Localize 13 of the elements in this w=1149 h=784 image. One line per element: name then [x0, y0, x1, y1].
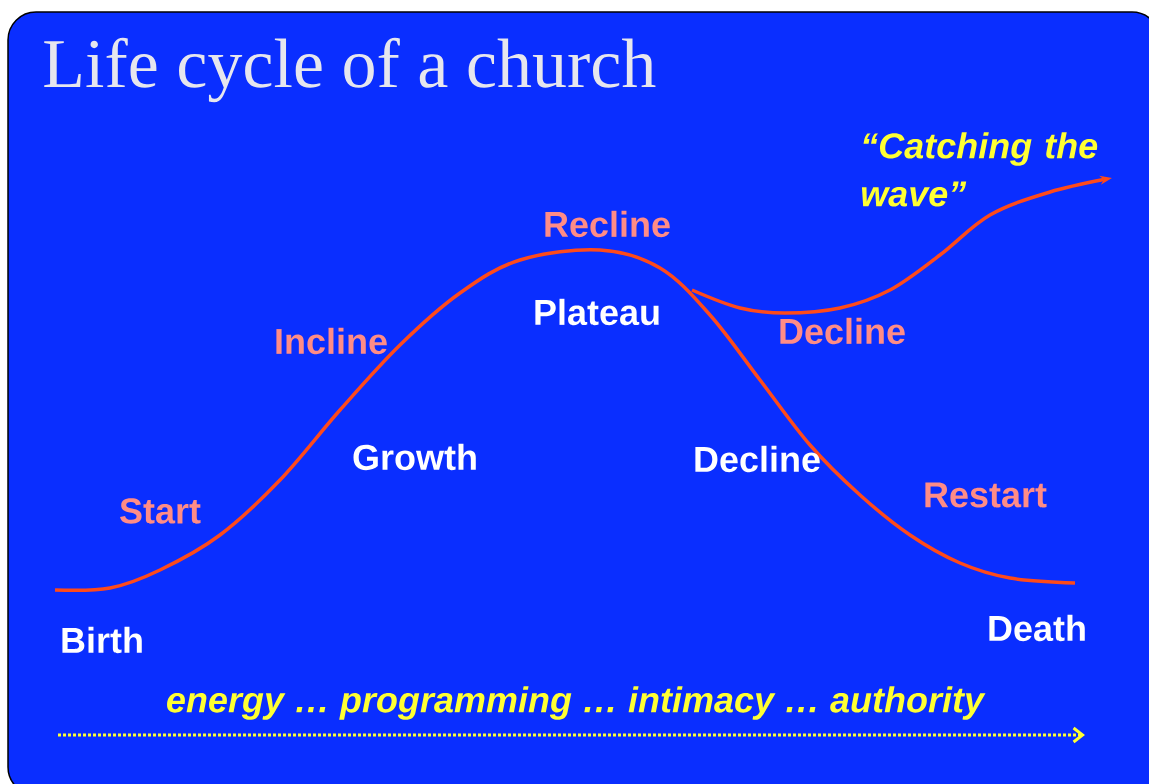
stage-label: Start [120, 498, 201, 524]
stage-label: Growth [353, 443, 476, 471]
stage-label: Birth [62, 626, 142, 654]
axis-caption: energy … programming … intimacy … authority [167, 686, 986, 720]
title: Life cycle of a church [44, 37, 656, 103]
stage-label: Incline [276, 327, 387, 355]
stage-label: Decline [780, 317, 905, 345]
stage-label: Death [989, 614, 1085, 642]
stage-label: Decline [695, 445, 820, 473]
stage-label: Plateau [535, 298, 659, 326]
curve-label: “Catching the wave” [861, 132, 1098, 207]
stage-label: Restart [925, 482, 1047, 508]
stage-label: Recline [545, 210, 670, 238]
